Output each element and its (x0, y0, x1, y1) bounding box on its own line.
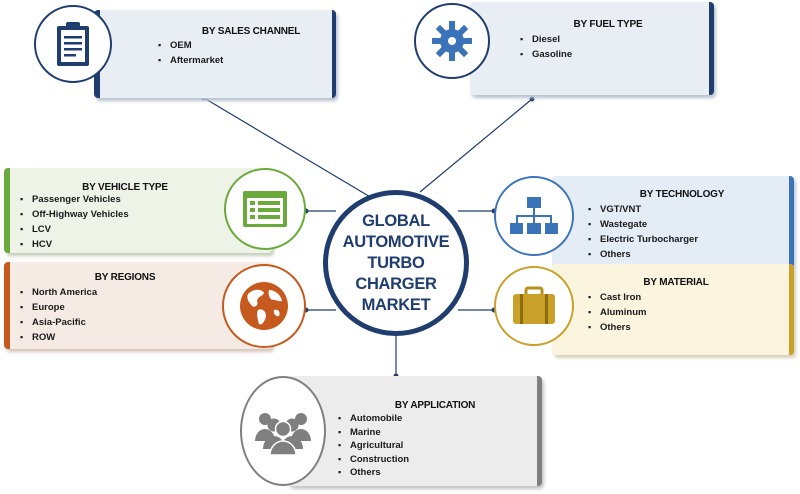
segment-material: BY MATERIAL Cast Iron Aluminum Others (552, 264, 794, 355)
segment-list: North America Europe Asia-Pacific ROW (20, 285, 97, 345)
icon-circle-regions (222, 264, 306, 348)
people-group-icon (255, 413, 311, 455)
market-title-circle: GLOBAL AUTOMOTIVE TURBO CHARGER MARKET (323, 190, 469, 336)
icon-circle-sales-channel (34, 5, 112, 83)
icon-circle-application (240, 376, 326, 486)
segment-list: OEM Aftermarket (158, 38, 223, 68)
list-item: Automobile (338, 412, 409, 426)
gear-icon (432, 21, 472, 61)
segment-title: BY TECHNOLOGY (639, 189, 725, 200)
list-item: Electric Turbocharger (588, 232, 698, 247)
market-title-line: AUTOMOTIVE (342, 232, 450, 251)
globe-icon (240, 282, 288, 330)
list-item: Aluminum (588, 305, 646, 320)
market-title-line: TURBO (367, 253, 425, 272)
list-item: HCV (20, 237, 129, 252)
list-item: Passenger Vehicles (20, 192, 129, 207)
list-item: Others (588, 320, 646, 335)
list-item: ROW (20, 330, 97, 345)
icon-circle-material (494, 266, 574, 346)
segment-title: BY FUEL TYPE (573, 19, 643, 30)
list-item: Europe (20, 300, 97, 315)
segment-title: BY SALES CHANNEL (201, 26, 301, 37)
segment-list: Automobile Marine Agricultural Construct… (338, 412, 409, 480)
list-item: LCV (20, 222, 129, 237)
segment-list: Passenger Vehicles Off-Highway Vehicles … (20, 192, 129, 252)
market-title-line: CHARGER (355, 274, 437, 293)
market-title-line: MARKET (361, 295, 431, 314)
segment-application: BY APPLICATION Automobile Marine Agricul… (288, 376, 542, 486)
list-item: Gasoline (520, 47, 572, 62)
segment-title: BY MATERIAL (643, 277, 709, 288)
segment-technology: BY TECHNOLOGY VGT/VNT Wastegate Electric… (552, 176, 794, 268)
list-window-icon (243, 191, 287, 227)
segment-list: Cast Iron Aluminum Others (588, 290, 646, 335)
list-item: Others (588, 247, 698, 262)
segment-fuel-type: BY FUEL TYPE Diesel Gasoline (470, 2, 714, 95)
list-item: Others (338, 466, 409, 480)
segment-title: BY APPLICATION (394, 400, 476, 411)
connector-fuel-type (419, 98, 533, 193)
suitcase-icon (513, 286, 555, 324)
list-item: Asia-Pacific (20, 315, 97, 330)
list-item: OEM (158, 38, 223, 53)
segment-list: Diesel Gasoline (520, 32, 572, 62)
clipboard-icon (57, 22, 89, 66)
list-item: Marine (338, 426, 409, 440)
connector-sales-channel (203, 97, 373, 199)
segment-title: BY REGIONS (94, 272, 156, 283)
list-item: Off-Highway Vehicles (20, 207, 129, 222)
list-item: Cast Iron (588, 290, 646, 305)
list-item: Construction (338, 453, 409, 467)
hierarchy-icon (510, 197, 558, 234)
segment-sales-channel: BY SALES CHANNEL OEM Aftermarket (94, 10, 336, 98)
icon-circle-vehicle-type (224, 168, 306, 250)
list-item: North America (20, 285, 97, 300)
list-item: Aftermarket (158, 53, 223, 68)
market-title-line: GLOBAL (362, 211, 430, 230)
list-item: VGT/VNT (588, 202, 698, 217)
list-item: Wastegate (588, 217, 698, 232)
icon-circle-technology (494, 176, 574, 256)
list-item: Agricultural (338, 439, 409, 453)
list-item: Diesel (520, 32, 572, 47)
icon-circle-fuel-type (414, 3, 490, 79)
segment-title: BY VEHICLE TYPE (82, 182, 168, 193)
segment-list: VGT/VNT Wastegate Electric Turbocharger … (588, 202, 698, 262)
